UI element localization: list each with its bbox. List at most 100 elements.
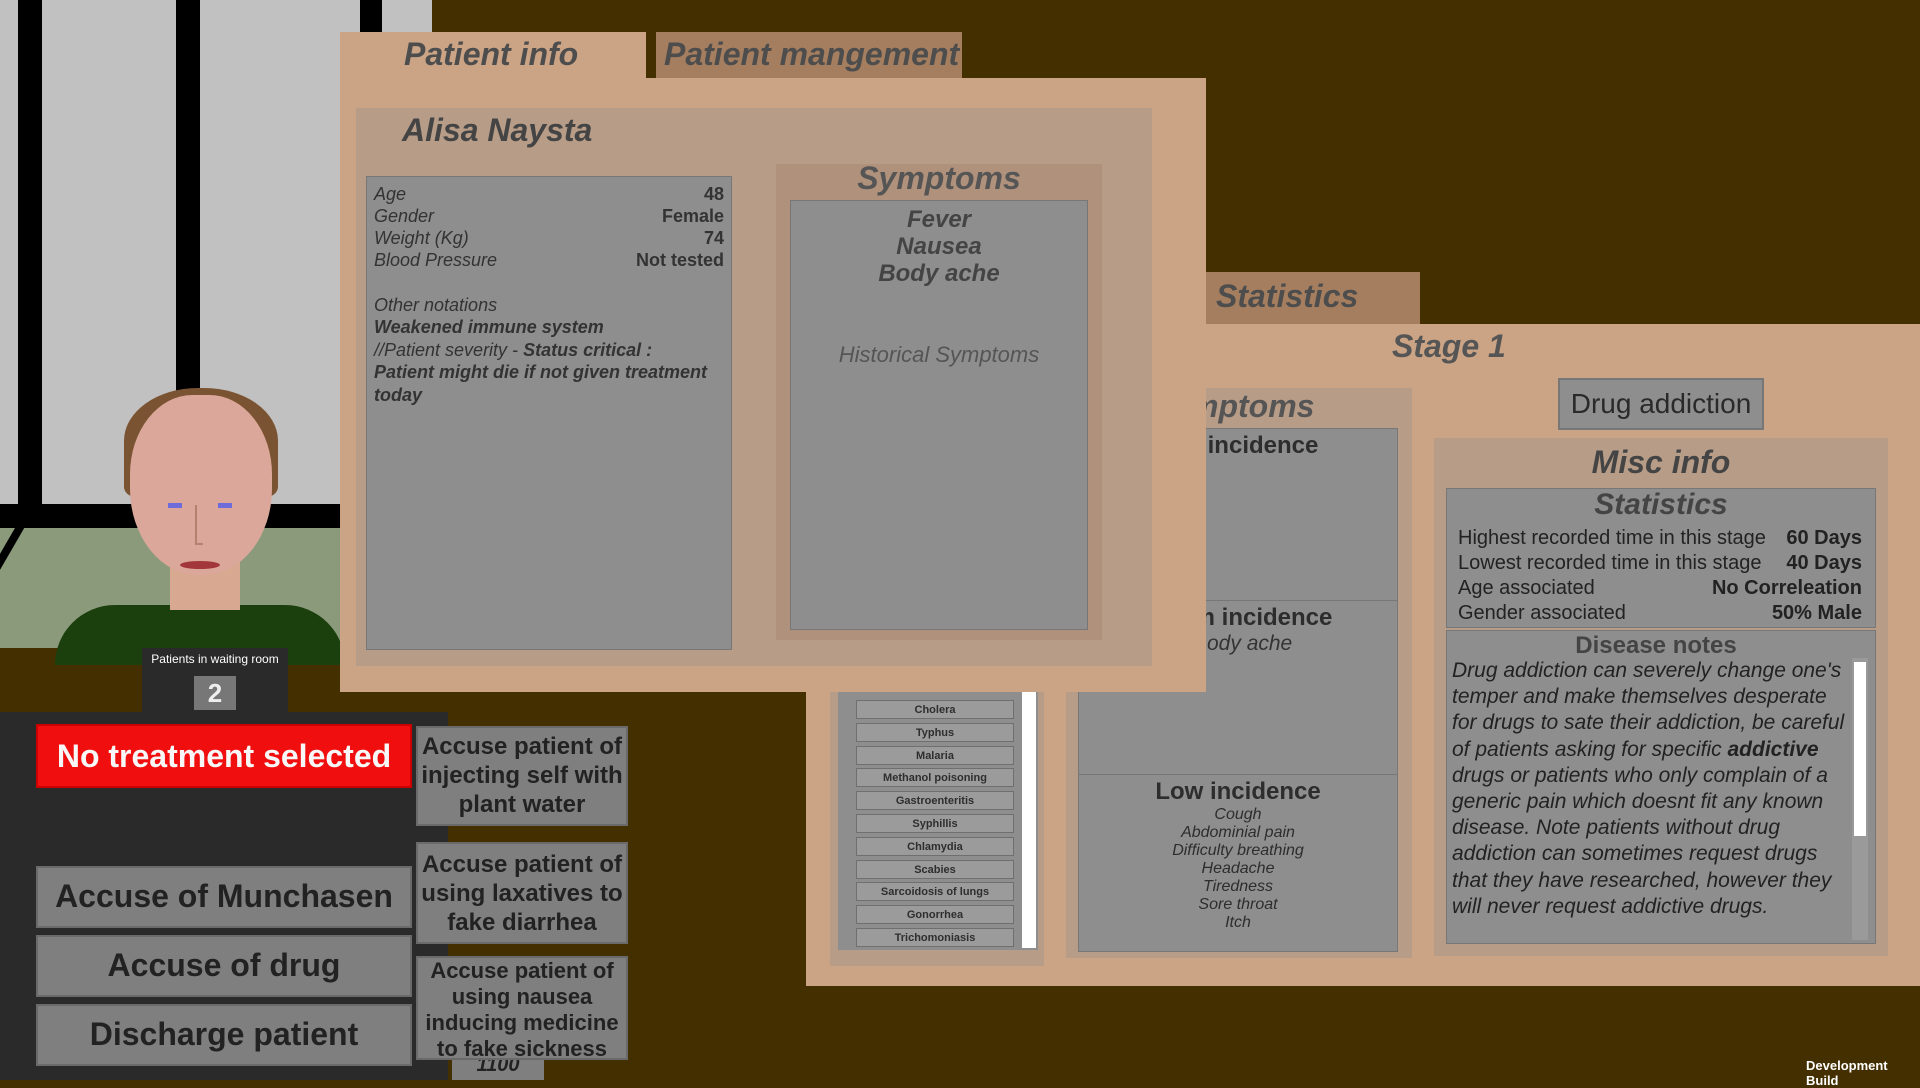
patient-details-box	[366, 176, 732, 650]
stat-label: Gender associated	[1458, 602, 1626, 624]
symptom-item: Fever	[906, 206, 972, 233]
tab-patient-info[interactable]: Patient info	[340, 32, 646, 80]
waiting-room-label: Patients in waiting room	[151, 652, 279, 666]
patient-severity: //Patient severity - Status critical : P…	[374, 339, 714, 406]
low-incidence-item: Headache	[1201, 860, 1275, 877]
tab-patient-management[interactable]: Patient mangement	[656, 32, 962, 78]
accuse-injecting-button[interactable]: Accuse patient of injecting self with pl…	[416, 726, 628, 826]
disease-list-item[interactable]: Malaria	[856, 745, 1014, 765]
disease-notes-text: Drug addiction can severely change one's…	[1452, 658, 1852, 920]
tab-statistics-label: Statistics	[1216, 278, 1359, 314]
detail-value: Not tested	[635, 250, 724, 270]
patient-eye	[218, 503, 232, 508]
detail-row: Gender Female	[374, 206, 724, 228]
low-incidence-title: Low incidence	[1155, 778, 1321, 805]
detail-value: 74	[703, 228, 724, 248]
low-incidence-box: Low incidence Cough Abdominial pain Diff…	[1078, 774, 1398, 952]
severity-status: Status critical : Patient might die if n…	[374, 339, 708, 405]
low-incidence-item: Tiredness	[1202, 878, 1274, 895]
symptom-item: Body ache	[878, 260, 1000, 287]
misc-info-title: Misc info	[1591, 444, 1731, 480]
disease-list-item[interactable]: Gonorrhea	[856, 905, 1014, 925]
stat-value: No Correleation	[1711, 577, 1862, 599]
development-build-label: Development Build	[1806, 1058, 1888, 1088]
stat-row: Gender associated 50% Male	[1458, 602, 1862, 626]
other-notations-label: Other notations	[374, 295, 498, 315]
symptoms-title: Symptoms	[857, 160, 1021, 196]
notes-text-part: Drug addiction can severely change one's…	[1452, 659, 1845, 761]
detail-value: Female	[661, 206, 724, 226]
disease-list-item[interactable]: Trichomoniasis	[856, 928, 1014, 947]
notes-text-part: drugs or patients who only complain of a…	[1452, 763, 1832, 918]
disease-list-item[interactable]: Sarcoidosis of lungs	[856, 882, 1014, 902]
historical-symptoms-label: Historical Symptoms	[838, 342, 1040, 367]
patient-mouth	[180, 561, 220, 569]
medium-incidence-title: m incidence	[1193, 604, 1333, 631]
stats-symptoms-title: mptoms	[1190, 388, 1315, 424]
stat-value: 40 Days	[1786, 552, 1862, 574]
selected-disease-button[interactable]: Drug addiction	[1558, 378, 1764, 430]
stat-label: Highest recorded time in this stage	[1458, 527, 1766, 549]
patient-eye	[168, 503, 182, 508]
stat-row: Age associated No Correleation	[1458, 577, 1862, 601]
patient-forehead	[140, 420, 264, 500]
stat-label: Age associated	[1458, 577, 1595, 599]
detail-value: 48	[703, 184, 724, 204]
detail-label: Gender	[374, 206, 435, 226]
no-treatment-selected-button[interactable]: No treatment selected	[36, 724, 412, 788]
discharge-patient-button[interactable]: Discharge patient	[36, 1004, 412, 1066]
accuse-drug-addiction-button[interactable]: Accuse of drug addiction	[36, 935, 412, 1039]
waiting-room-scene	[0, 0, 340, 648]
stat-row: Lowest recorded time in this stage 40 Day…	[1458, 552, 1862, 576]
low-incidence-item: Difficulty breathing	[1172, 842, 1304, 859]
low-incidence-item: Itch	[1225, 914, 1251, 931]
low-incidence-item: Cough	[1214, 806, 1262, 823]
window-frame	[360, 0, 382, 32]
symptoms-box	[790, 200, 1088, 630]
disease-list-item[interactable]: Syphillis	[856, 814, 1014, 833]
disease-list-item[interactable]: Cholera	[856, 700, 1014, 719]
notes-text-bold: addictive	[1727, 737, 1819, 761]
tab-patient-info-label: Patient info	[404, 36, 579, 72]
patient-nose	[195, 505, 203, 545]
disease-notes-box	[1446, 630, 1876, 944]
stat-row: Highest recorded time in this stage 60 Da…	[1458, 527, 1862, 551]
accuse-nausea-medicine-button[interactable]: Accuse patient of using nausea inducing …	[416, 956, 628, 1061]
disease-list-item[interactable]: Chlamydia	[856, 836, 1014, 856]
stat-label: Lowest recorded time in this stage	[1458, 552, 1762, 574]
detail-label: Weight (Kg)	[374, 228, 469, 248]
severity-prefix: //Patient severity -	[374, 339, 524, 360]
tab-patient-management-label: Patient mangement	[664, 36, 960, 72]
stat-value: 50% Male	[1771, 602, 1862, 624]
window-frame	[18, 0, 42, 510]
tab-statistics[interactable]: Statistics	[1206, 272, 1420, 324]
notation-item: Weakened immune system	[374, 317, 604, 338]
low-incidence-item: Abdominial pain	[1181, 824, 1295, 841]
disease-list-item[interactable]: Methanol poisoning	[856, 768, 1014, 788]
accuse-munchausen-button[interactable]: Accuse of Munchasen	[36, 866, 412, 928]
detail-row: Blood Pressure Not tested	[374, 250, 724, 272]
waiting-room-count: 2	[194, 676, 236, 710]
high-incidence-title: incidence	[1207, 432, 1319, 459]
medium-incidence-item: ody ache	[1207, 632, 1293, 655]
patient-name: Alisa Naysta	[402, 112, 593, 148]
disease-notes-title: Disease notes	[1575, 632, 1737, 659]
low-incidence-item: Sore throat	[1198, 896, 1278, 913]
disease-list-item[interactable]: Gastroenteritis	[856, 791, 1014, 811]
detail-label: Age	[374, 184, 407, 204]
statistics-title: Statistics	[1594, 488, 1728, 521]
notes-scrollbar-thumb[interactable]	[1854, 662, 1866, 836]
stage-label: Stage 1	[1392, 328, 1506, 364]
disease-list-item[interactable]: Scabies	[856, 859, 1014, 879]
accuse-laxatives-button[interactable]: Accuse patient of using laxatives to fak…	[416, 842, 628, 944]
detail-row: Weight (Kg) 74	[374, 228, 724, 250]
detail-row: Age 48	[374, 184, 724, 206]
detail-label: Blood Pressure	[374, 250, 498, 270]
statistics-box	[1446, 488, 1876, 628]
disease-list-item[interactable]: Typhus	[856, 722, 1014, 742]
stat-value: 60 Days	[1786, 527, 1862, 549]
symptom-item: Nausea	[896, 233, 982, 260]
disease-list-scrollbar[interactable]	[1022, 690, 1036, 948]
other-notations: Other notations Weakened immune system /…	[374, 294, 714, 406]
window-pane	[340, 0, 432, 32]
